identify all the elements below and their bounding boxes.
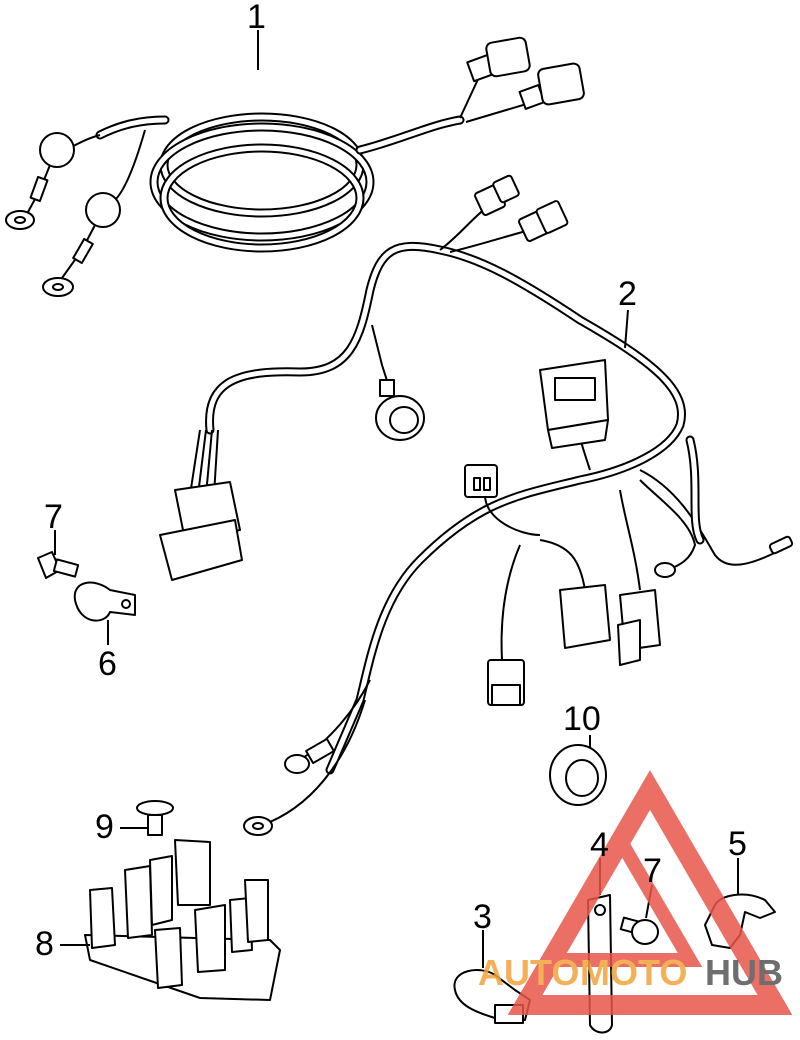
watermark-auto: AUTO [478, 952, 579, 993]
part-2-main-harness [159, 174, 794, 836]
callout-10: 10 [563, 700, 601, 738]
watermark-logo: AUTO MOTO HUB [478, 770, 793, 1015]
part-6-clamp [73, 581, 136, 645]
callout-5: 5 [728, 825, 747, 863]
part-9-screw [120, 800, 174, 836]
part-7-bolt-upper [37, 530, 80, 579]
leader-2 [624, 309, 629, 349]
callout-7-lower: 7 [643, 852, 662, 890]
part-10-grommet [549, 735, 607, 806]
callout-7-upper: 7 [44, 498, 63, 536]
part-7-bolt-lower [619, 884, 659, 945]
callout-6: 6 [98, 645, 117, 683]
callout-9: 9 [95, 808, 114, 846]
part-8-fuse-box [60, 839, 281, 1001]
callout-2: 2 [618, 275, 637, 313]
watermark-hub: HUB [705, 952, 783, 993]
callout-8: 8 [35, 925, 54, 963]
callout-4: 4 [590, 826, 609, 864]
callout-1: 1 [247, 0, 266, 36]
callout-3: 3 [473, 898, 492, 936]
watermark-moto: MOTO [580, 952, 687, 993]
part-1-battery-cable [5, 36, 585, 297]
